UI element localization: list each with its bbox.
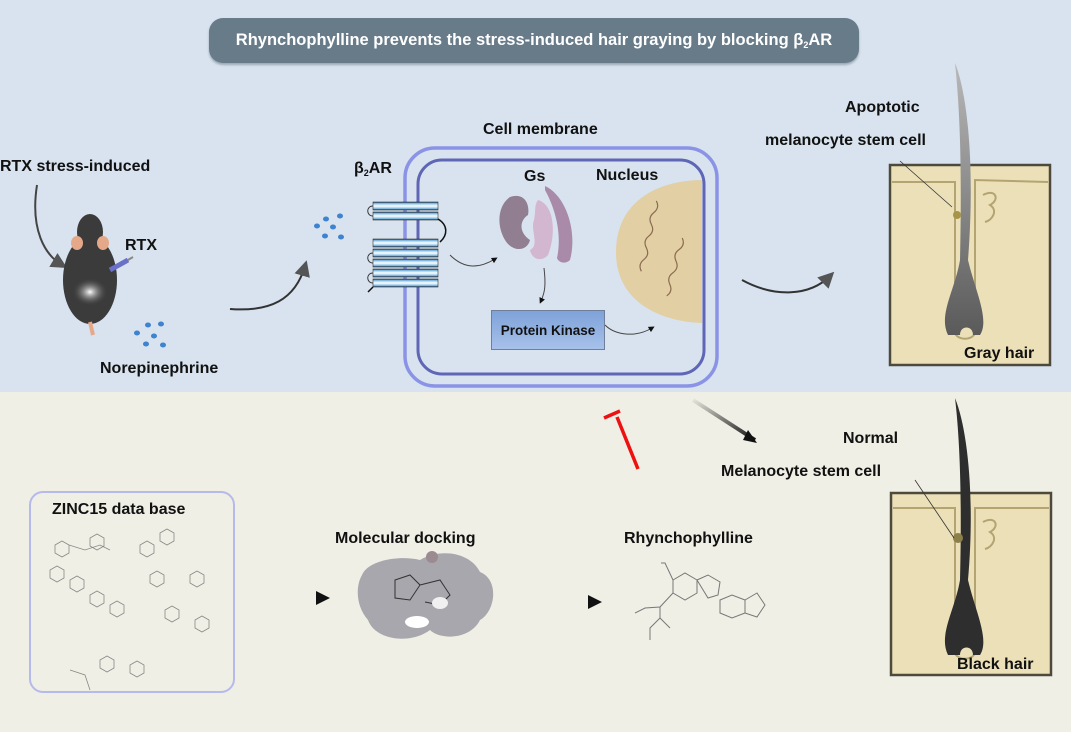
title-text: Rhynchophylline prevents the stress-indu… (235, 31, 833, 50)
apoptotic-cell-label: melanocyte stem cell (765, 132, 926, 149)
nucleus-label: Nucleus (596, 167, 659, 184)
zinc-label: ZINC15 data base (52, 501, 186, 518)
black-hair-follicle (889, 398, 1053, 677)
title-banner: Rhynchophylline prevents the stress-indu… (209, 18, 859, 63)
norepinephrine-label: Norepinephrine (100, 360, 219, 377)
mouse-illustration (63, 214, 134, 336)
norepinephrine-dots-receptor (314, 213, 344, 240)
arrow-to-protein-kinase (539, 267, 546, 304)
beta2ar-receptor (367, 201, 447, 293)
nucleus (616, 180, 702, 323)
normal-label: Normal (843, 430, 899, 447)
rhynchophylline-structure (634, 562, 766, 640)
cell-membrane-label: Cell membrane (483, 121, 598, 138)
gs-protein (499, 186, 573, 263)
stress-label: RTX stress-induced (0, 158, 151, 175)
arrow-to-receptor (229, 260, 310, 311)
zinc-database-box (29, 491, 235, 693)
protein-kinase-label: Protein Kinase (500, 322, 596, 338)
norepinephrine-dots (134, 321, 166, 348)
gs-label: Gs (524, 168, 546, 185)
receptor-label: β2AR (354, 160, 392, 178)
arrow-to-gs (449, 254, 498, 267)
gray-hair-label: Gray hair (964, 345, 1035, 362)
arrow-to-normal (691, 398, 757, 442)
compound-label: Rhynchophylline (624, 530, 753, 547)
protein-kinase-box: Protein Kinase (491, 310, 605, 350)
inhibition-symbol (603, 409, 640, 470)
arrow-to-nucleus (604, 324, 655, 335)
normal-cell-label: Melanocyte stem cell (721, 463, 882, 480)
zinc-molecules (49, 528, 210, 691)
black-hair-label: Black hair (957, 656, 1034, 673)
docking-surface (357, 551, 494, 639)
stress-arrow (34, 184, 68, 269)
gray-hair-follicle (888, 63, 1052, 367)
apoptotic-label: Apoptotic (845, 99, 920, 116)
docking-label: Molecular docking (335, 530, 476, 547)
rtx-label: RTX (125, 237, 157, 254)
arrow-to-gray-hair (741, 271, 835, 294)
